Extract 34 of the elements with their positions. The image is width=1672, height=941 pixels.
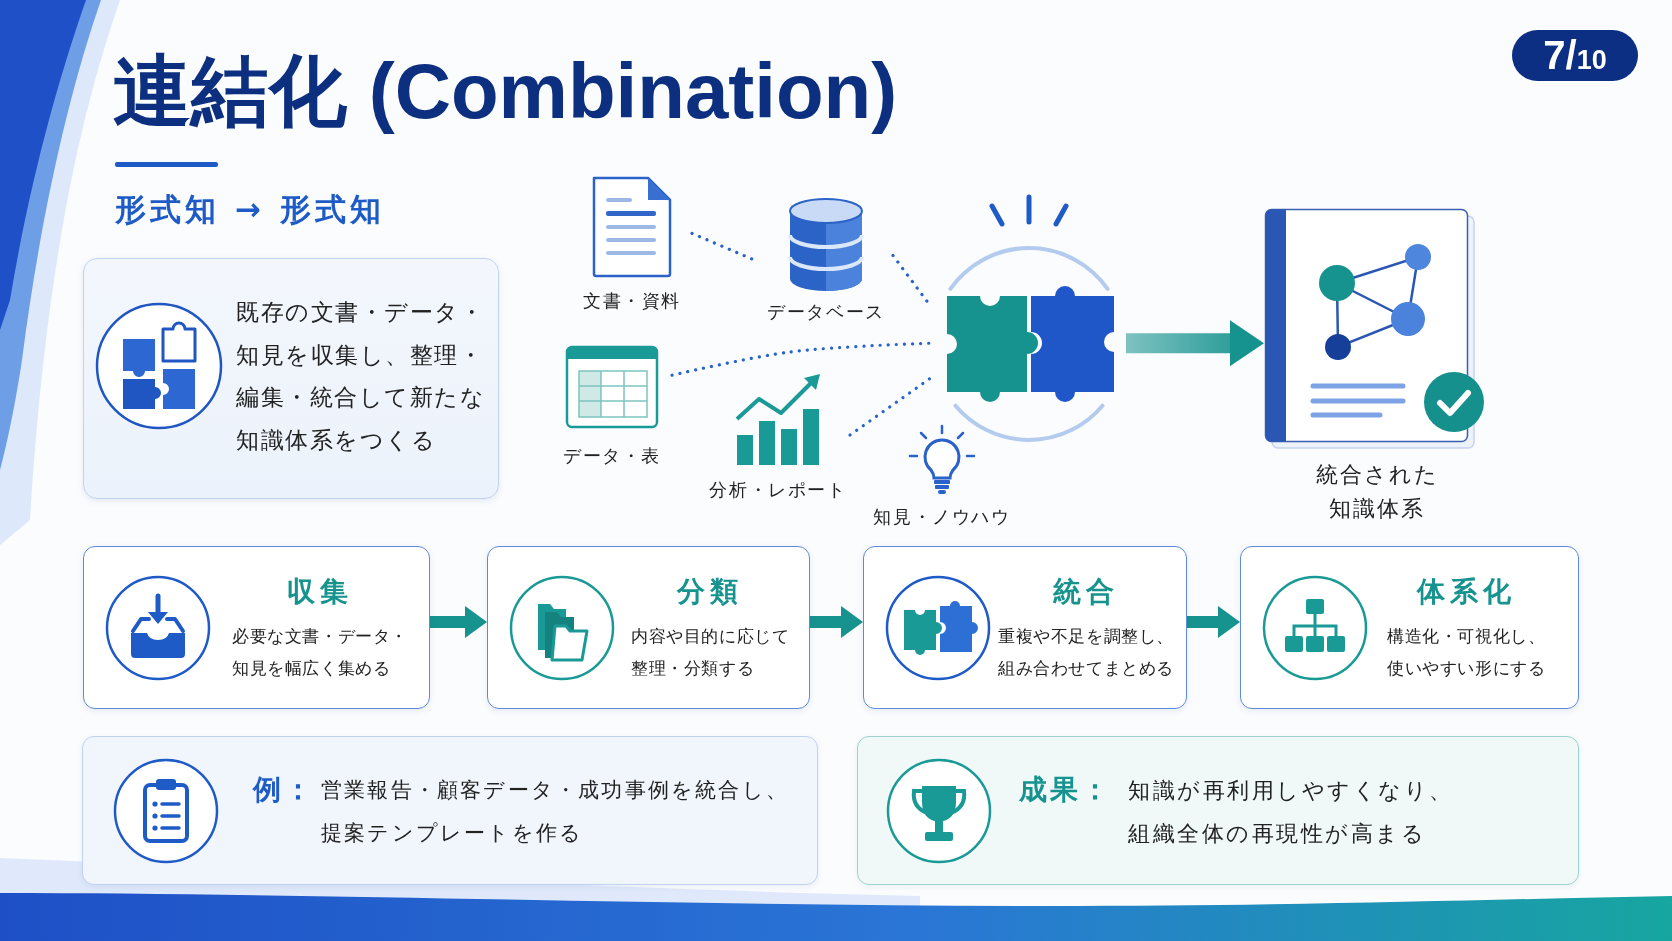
summary-text: 既存の文書・データ・知見を収集し、整理・編集・統合して新たな知識体系をつくる — [236, 298, 485, 455]
icon-caption: データベース — [767, 300, 885, 324]
step-description: 重複や不足を調整し、組み合わせてまとめる — [998, 625, 1174, 680]
summary-card — [83, 258, 499, 499]
dotted-line — [848, 376, 932, 437]
arrow — [1126, 320, 1264, 367]
callout-text: 知識が再利用しやすくなり、組織全体の再現性が高まる — [1128, 777, 1454, 848]
arrow — [810, 605, 863, 638]
dotted-line — [670, 341, 932, 377]
step-card — [487, 546, 810, 709]
result-card — [857, 736, 1579, 885]
step-description: 構造化・可視化し、使いやすい形にする — [1387, 625, 1546, 680]
arrow — [430, 605, 487, 638]
step-card — [83, 546, 430, 709]
callout-heading: 例： — [253, 772, 315, 808]
step-card — [863, 546, 1187, 709]
step-title: 収集 — [286, 574, 354, 610]
illustration-caption: 統合された知識体系 — [1315, 461, 1439, 523]
step-description: 必要な文書・データ・知見を幅広く集める — [232, 625, 408, 680]
step-title: 分類 — [676, 574, 745, 610]
subtitle: 形式知 → 形式知 — [115, 190, 385, 229]
callout-heading: 成果： — [1019, 772, 1112, 808]
step-card — [1240, 546, 1579, 709]
step-title: 統合 — [1052, 574, 1120, 610]
icon-caption: データ・表 — [563, 444, 661, 468]
callout-text: 営業報告・顧客データ・成功事例を統合し、提案テンプレートを作る — [321, 777, 789, 847]
icon-caption: 文書・資料 — [583, 289, 681, 313]
icon-caption: 知見・ノウハウ — [873, 505, 1011, 529]
icon-caption: 分析・レポート — [709, 478, 847, 502]
example-card — [82, 736, 818, 885]
arrow — [1187, 605, 1240, 638]
step-description: 内容や目的に応じて整理・分類する — [631, 625, 790, 680]
step-title: 体系化 — [1415, 574, 1517, 610]
page-indicator: 7/10 — [1512, 30, 1638, 81]
